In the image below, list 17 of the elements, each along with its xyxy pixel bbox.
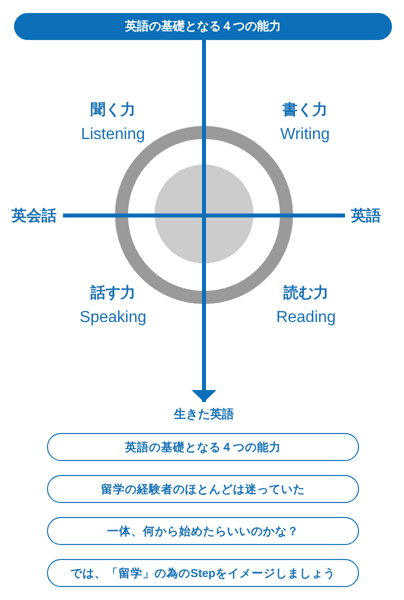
result-label: 生きた英語 (174, 406, 234, 423)
skill-label: 書く力 (282, 101, 328, 119)
statement-pill: 一体、何から始めたらいいのかな？ (47, 517, 359, 545)
skill-label-english: Listening (80, 126, 146, 144)
skill-label-english: Writing (280, 126, 330, 144)
skill-label: 聞く力 (90, 101, 136, 119)
axis-end-label: 英会話 (12, 207, 56, 225)
statement-pill: では、「留学」の為のStepをイメージしましょう (47, 559, 359, 587)
skill-label-english: Reading (276, 308, 336, 328)
axis-end-label: 英語 (351, 207, 381, 225)
statement-pill: 英語の基礎となる４つの能力 (47, 433, 359, 461)
statement-pill: 留学の経験者のほとんどは迷っていた (47, 475, 359, 503)
skill-label-english: Speaking (80, 308, 146, 328)
skill-label: 話す力 (90, 284, 136, 302)
title-bar: 英語の基礎となる４つの能力 (14, 13, 392, 40)
skill-label: 読む力 (284, 284, 328, 302)
arrow (192, 40, 216, 402)
